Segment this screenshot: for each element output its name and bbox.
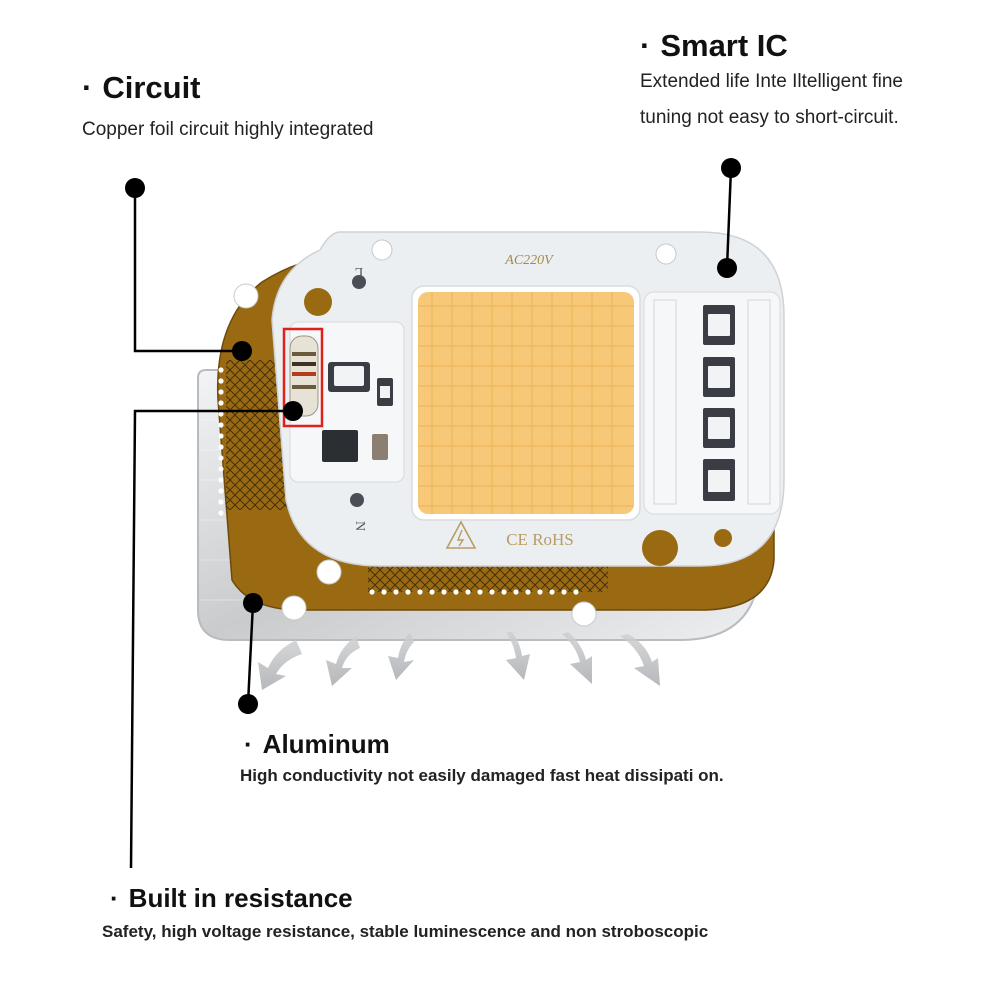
resistance-title: ·Built in resistance	[110, 883, 353, 913]
leader-dots	[125, 158, 741, 714]
smd-component-2-face	[380, 386, 390, 398]
heat-dissipation-arrows	[258, 632, 660, 690]
aluminum-leader-dot-top	[243, 593, 263, 613]
solder-pad-dots	[218, 367, 579, 595]
voltage-label: AC220V	[504, 253, 554, 268]
resistance-leader-line	[129, 409, 293, 869]
circuit-callout: ·Circuit Copper foil circuit highly inte…	[82, 70, 374, 142]
smart-ic-title: ·Smart IC	[640, 28, 788, 63]
resistor-highlight-box	[282, 327, 324, 428]
aluminum-callout: ·Aluminum High conductivity not easily d…	[240, 728, 724, 788]
copper-pad-bottom-right	[714, 529, 732, 547]
resistance-description: Safety, high voltage resistance, stable …	[102, 922, 709, 941]
aluminum-description: High conductivity not easily damaged fas…	[240, 766, 724, 785]
resistance-callout: ·Built in resistance Safety, high voltag…	[102, 882, 708, 944]
aluminum-leader-dot-end	[238, 694, 258, 714]
smart-ic-callout: ·Smart IC Extended life Inte Iltelligent…	[640, 28, 903, 130]
smart-ic-description-line-2: tuning not easy to short-circuit.	[640, 107, 899, 128]
terminal-n-label: N	[352, 521, 367, 531]
mounting-holes	[233, 283, 597, 627]
cert-label: CE RoHS	[506, 530, 574, 549]
circuit-leader-dot-top	[125, 178, 145, 198]
smart-ic-leader-line	[725, 167, 733, 269]
circuit-leader-dot-end	[232, 341, 252, 361]
board-holes	[350, 239, 677, 507]
smart-ic-leader-dot-top	[721, 158, 741, 178]
aluminum-title: ·Aluminum	[244, 729, 390, 759]
led-chip-grid	[418, 292, 634, 514]
circuit-leader-line	[133, 188, 242, 353]
smart-ic-chips	[703, 305, 735, 501]
high-voltage-warning-icon	[445, 520, 477, 549]
smd-component-1-face	[334, 366, 364, 386]
copper-pad-top-right	[642, 530, 678, 566]
copper-pad-left	[304, 288, 332, 316]
aluminum-leader-line	[246, 602, 255, 705]
leader-lines	[129, 167, 733, 869]
smart-ic-panel	[643, 291, 781, 515]
built-in-resistor	[289, 335, 319, 417]
led-face	[418, 292, 634, 514]
terminal-l-label: L	[355, 264, 364, 279]
smart-ic-leader-dot-end	[717, 258, 737, 278]
rectifier-ic	[322, 430, 358, 462]
circuit-description: Copper foil circuit highly integrated	[82, 119, 374, 140]
smart-ic-description-line-1: Extended life Inte Iltelligent fine	[640, 71, 904, 92]
smd-component-3	[372, 434, 388, 460]
resistance-leader-dot	[283, 401, 303, 421]
smart-ic-panel-ridges	[653, 299, 771, 505]
circuit-title: ·Circuit	[82, 70, 201, 105]
